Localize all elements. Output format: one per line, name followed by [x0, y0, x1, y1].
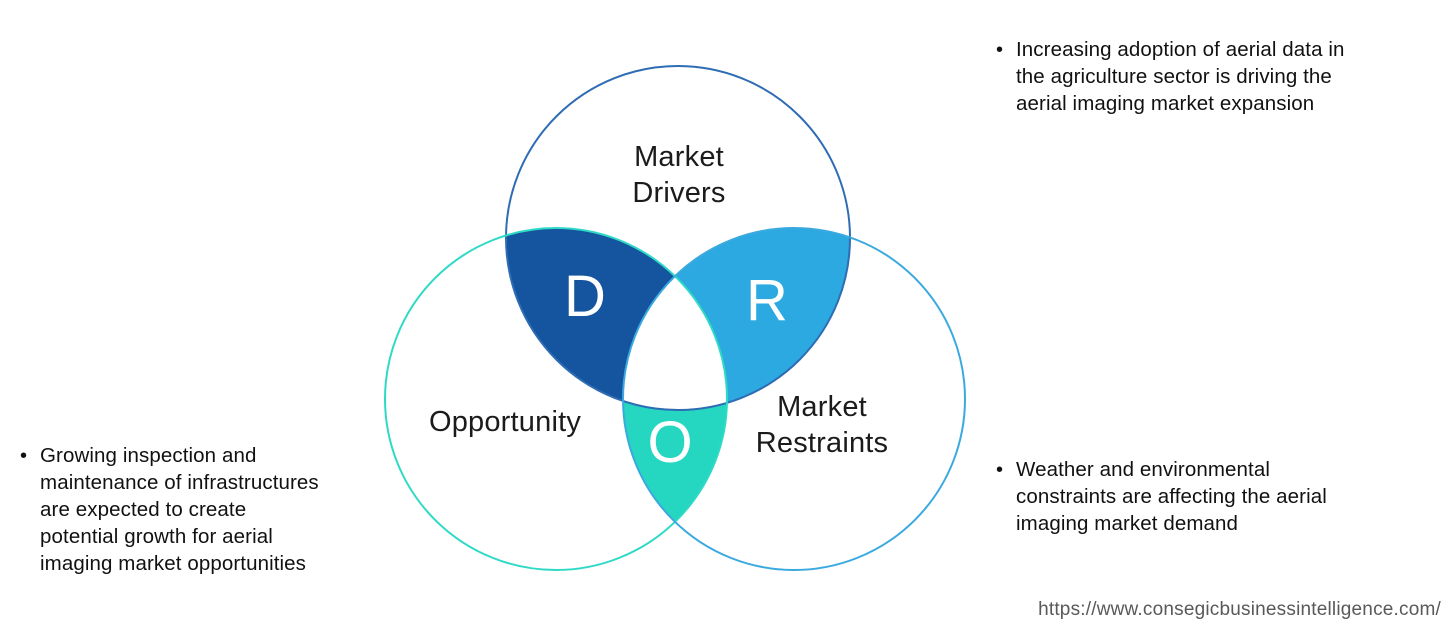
restraints-bullet-text: Weather and environmental constraints ar… [1016, 458, 1327, 535]
restraints-circle [622, 227, 966, 571]
drivers-bullet-text: Increasing adoption of aerial data in th… [1016, 38, 1345, 115]
opportunity-bullet-text: Growing inspection and maintenance of in… [40, 444, 319, 575]
drivers-letter: D [564, 264, 606, 329]
source-url: https://www.consegicbusinessintelligence… [1038, 599, 1441, 620]
opportunity-letter: O [647, 410, 693, 475]
bullet-marker: • [996, 459, 1004, 481]
opportunity-circle [384, 227, 728, 571]
opportunity-label: Opportunity [428, 406, 582, 438]
opportunity-bullet: • Growing inspection and maintenance of … [20, 442, 400, 577]
market-drivers-label: Market Drivers [632, 141, 726, 209]
drivers-bullet: • Increasing adoption of aerial data in … [996, 36, 1426, 117]
restraints-bullet: • Weather and environmental constraints … [996, 456, 1426, 537]
market-restraints-label: Market Restraints [755, 391, 889, 459]
restraints-letter: R [746, 268, 788, 333]
bullet-marker: • [996, 39, 1004, 61]
bullet-marker: • [20, 445, 28, 467]
